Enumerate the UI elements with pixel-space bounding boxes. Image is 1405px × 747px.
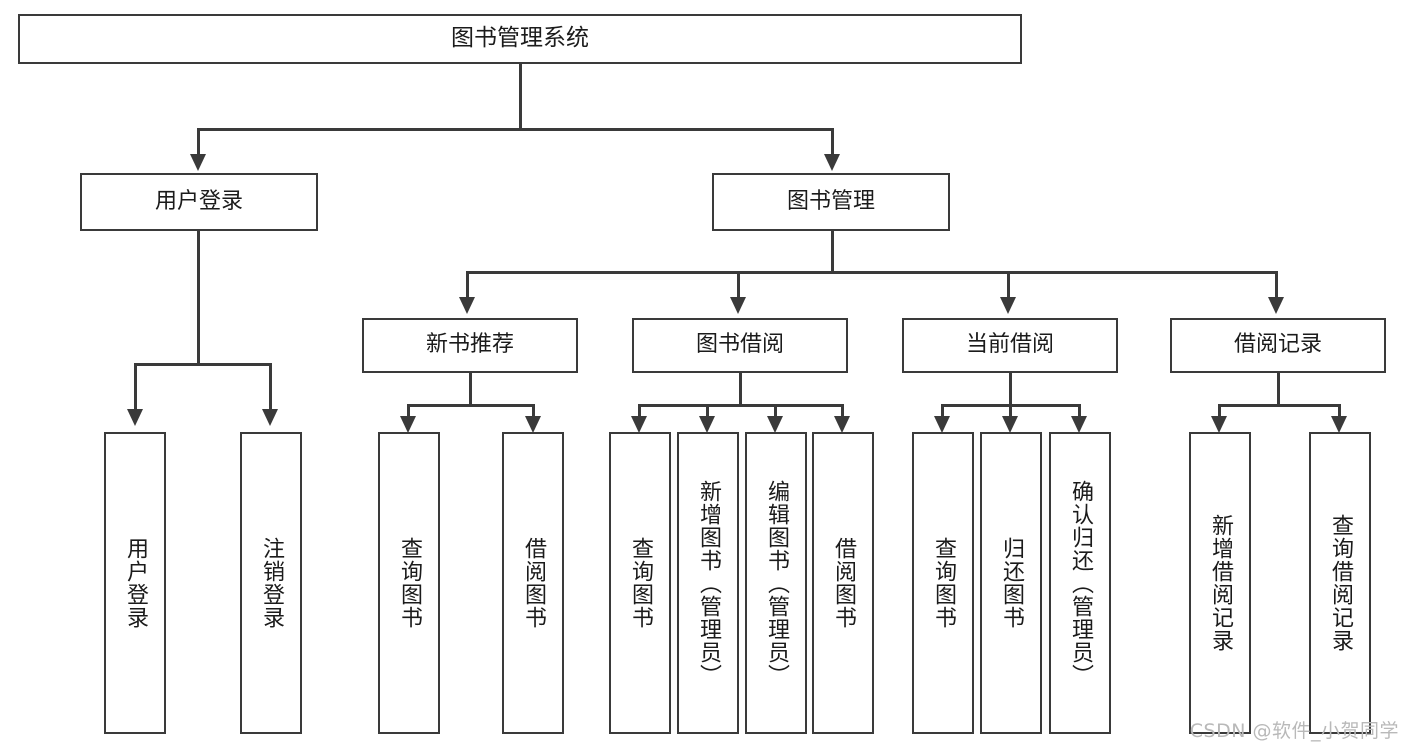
connector-new-book-to-leaf-0 (407, 404, 410, 418)
connector-user-login-to-leaf-0 (134, 363, 137, 411)
node-label: 用户登录 (123, 537, 148, 629)
arrowhead-book-mgmt-borrow (730, 297, 746, 314)
connector-book-mgmt-to-borrow (737, 271, 740, 299)
node-label: 查询图书 (628, 537, 653, 629)
arrowhead-borrow-record-leaf-0 (1211, 416, 1227, 433)
connector-book-borrow-to-leaf-1 (706, 404, 709, 418)
connector-borrow-record-to-leaf-0 (1218, 404, 1221, 418)
connector-new-book-to-leaf-1 (532, 404, 535, 418)
node-current-borrow[interactable]: 当前借阅 (902, 318, 1118, 373)
leaf-borrow-record-0[interactable]: 新增借阅记录 (1189, 432, 1251, 734)
node-label: 查询图书 (397, 537, 422, 629)
node-label: 借阅图书 (521, 537, 546, 629)
leaf-current-borrow-2[interactable]: 确认归还（管理员） (1049, 432, 1111, 734)
arrowhead-current-borrow-leaf-2 (1071, 416, 1087, 433)
node-label: 当前借阅 (965, 332, 1054, 358)
arrowhead-book-borrow-leaf-1 (699, 416, 715, 433)
connector-book-mgmt-to-record (1275, 271, 1278, 299)
arrowhead-current-borrow-leaf-1 (1002, 416, 1018, 433)
connector-current-borrow-to-leaf-2 (1078, 404, 1081, 418)
leaf-current-borrow-0[interactable]: 查询图书 (912, 432, 974, 734)
connector-book-borrow-to-leaf-0 (638, 404, 641, 418)
leaf-book-borrow-3[interactable]: 借阅图书 (812, 432, 874, 734)
connector-book-mgmt-to-current (1007, 271, 1010, 299)
connector-current-borrow-to-leaf-0 (941, 404, 944, 418)
connector-book-mgmt-stem (831, 231, 834, 273)
node-label: 图书借阅 (695, 332, 784, 358)
connector-book-borrow-to-leaf-2 (774, 404, 777, 418)
arrowhead-book-mgmt-new-book (459, 297, 475, 314)
connector-book-mgmt-to-new-book (466, 271, 469, 299)
node-label: 借阅图书 (831, 537, 856, 629)
connector-borrow-record-to-leaf-1 (1338, 404, 1341, 418)
node-label: 用户登录 (154, 188, 243, 214)
arrowhead-current-borrow-leaf-0 (934, 416, 950, 433)
arrowhead-book-mgmt-current (1000, 297, 1016, 314)
arrowhead-user-login-leaf-1 (262, 409, 278, 426)
arrowhead-user-login-leaf-0 (127, 409, 143, 426)
connector-root-stem (519, 64, 522, 130)
leaf-new-book-1[interactable]: 借阅图书 (502, 432, 564, 734)
connector-book-borrow-stem (739, 373, 742, 407)
leaf-user-login-0[interactable]: 用户登录 (104, 432, 166, 734)
node-label: 借阅记录 (1233, 332, 1322, 358)
connector-book-borrow-to-leaf-3 (841, 404, 844, 418)
connector-user-login-to-leaf-1 (269, 363, 272, 411)
node-label: 查询借阅记录 (1328, 514, 1353, 652)
csdn-watermark: CSDN @软件_小贺同学 (1189, 720, 1399, 742)
leaf-book-borrow-0[interactable]: 查询图书 (609, 432, 671, 734)
connector-borrow-record-bus (1218, 404, 1341, 407)
node-label: 查询图书 (931, 537, 956, 629)
connector-book-borrow-bus (638, 404, 844, 407)
node-book-borrow[interactable]: 图书借阅 (632, 318, 848, 373)
leaf-current-borrow-1[interactable]: 归还图书 (980, 432, 1042, 734)
arrowhead-book-borrow-leaf-3 (834, 416, 850, 433)
node-label: 新书推荐 (425, 332, 514, 358)
node-label: 确认归还（管理员） (1068, 479, 1093, 687)
leaf-borrow-record-1[interactable]: 查询借阅记录 (1309, 432, 1371, 734)
arrowhead-new-book-leaf-1 (525, 416, 541, 433)
arrowhead-root-to-user-login (190, 154, 206, 171)
arrowhead-borrow-record-leaf-1 (1331, 416, 1347, 433)
arrowhead-book-borrow-leaf-2 (767, 416, 783, 433)
arrowhead-book-mgmt-record (1268, 297, 1284, 314)
node-label: 图书管理 (786, 188, 875, 214)
connector-current-borrow-to-leaf-1 (1009, 404, 1012, 418)
leaf-book-borrow-2[interactable]: 编辑图书（管理员） (745, 432, 807, 734)
node-label: 归还图书 (999, 537, 1024, 629)
connector-borrow-record-stem (1277, 373, 1280, 407)
connector-current-borrow-stem (1009, 373, 1012, 407)
node-user-login[interactable]: 用户登录 (80, 173, 318, 231)
node-label: 编辑图书（管理员） (764, 479, 789, 687)
node-label: 新增借阅记录 (1208, 514, 1233, 652)
connector-new-book-stem (469, 373, 472, 407)
node-label: 图书管理系统 (451, 25, 589, 52)
arrowhead-new-book-leaf-0 (400, 416, 416, 433)
connector-root-to-book-mgmt (831, 128, 834, 156)
leaf-user-login-1[interactable]: 注销登录 (240, 432, 302, 734)
node-label: 新增图书（管理员） (696, 479, 721, 687)
leaf-book-borrow-1[interactable]: 新增图书（管理员） (677, 432, 739, 734)
leaf-new-book-0[interactable]: 查询图书 (378, 432, 440, 734)
connector-user-login-bus (134, 363, 272, 366)
connector-root-bus (197, 128, 834, 131)
connector-new-book-bus (407, 404, 535, 407)
connector-book-mgmt-bus (466, 271, 1278, 274)
node-book-management[interactable]: 图书管理 (712, 173, 950, 231)
node-label: 注销登录 (259, 537, 284, 629)
node-borrow-record[interactable]: 借阅记录 (1170, 318, 1386, 373)
connector-user-login-stem (197, 231, 200, 366)
arrowhead-root-to-book-mgmt (824, 154, 840, 171)
node-new-book-recommend[interactable]: 新书推荐 (362, 318, 578, 373)
connector-root-to-user-login (197, 128, 200, 156)
node-root-system[interactable]: 图书管理系统 (18, 14, 1022, 64)
arrowhead-book-borrow-leaf-0 (631, 416, 647, 433)
